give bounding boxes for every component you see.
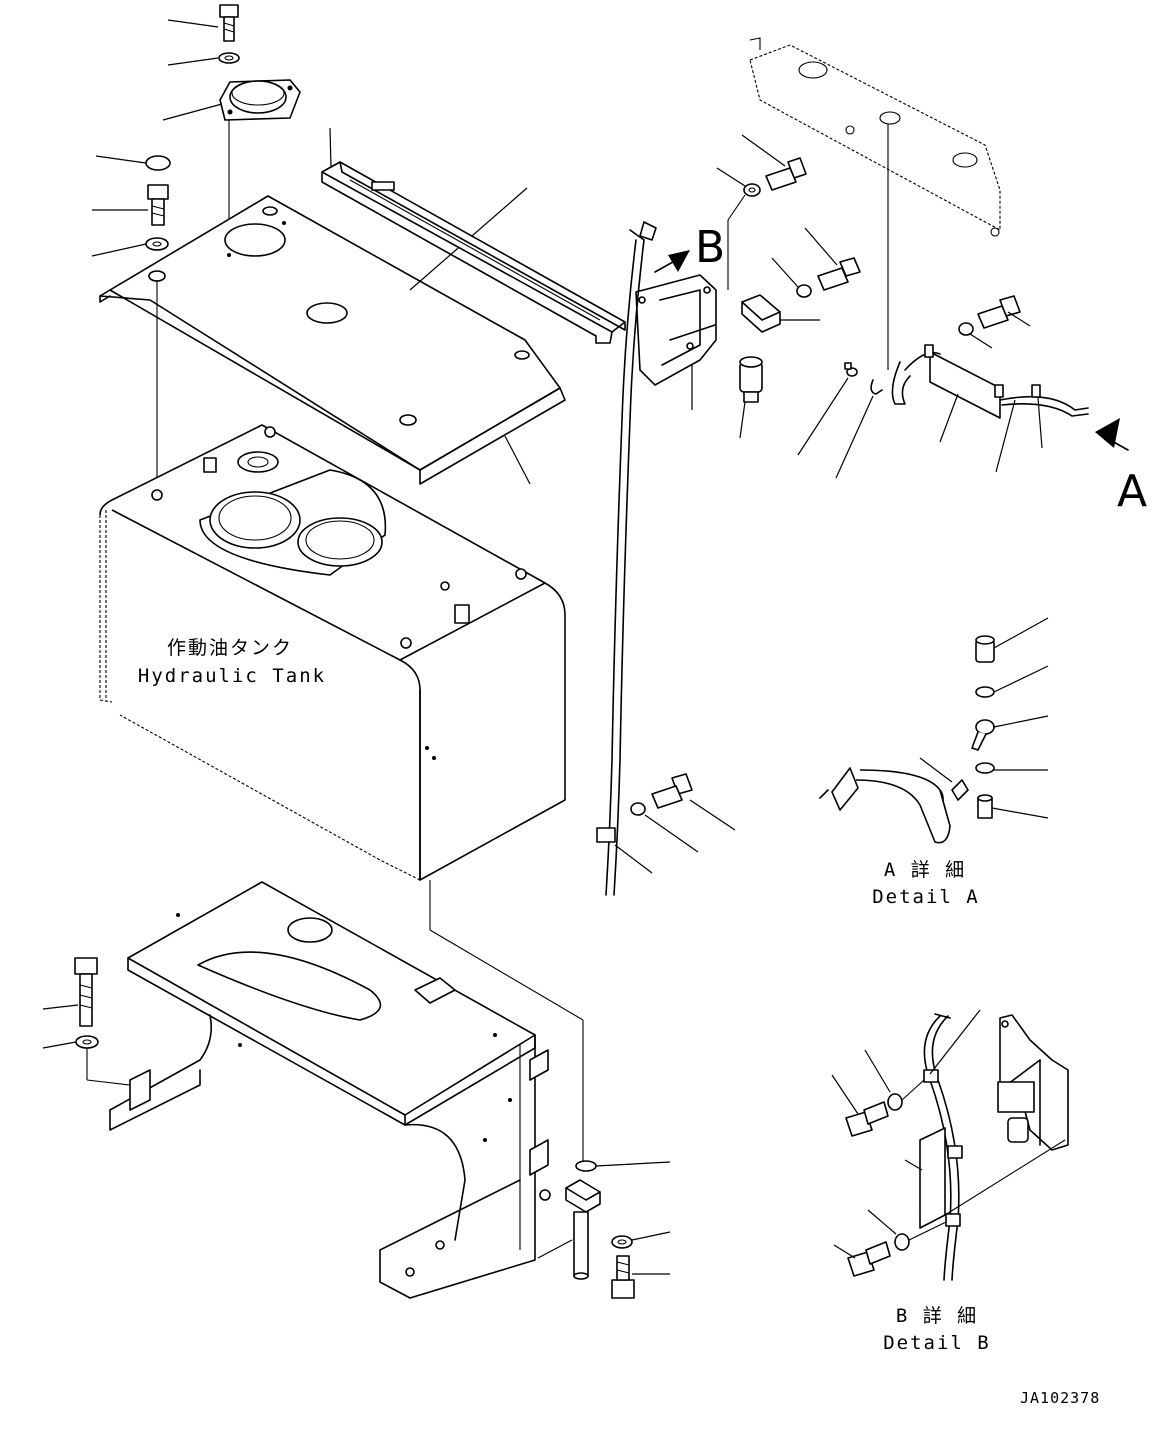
detail-b: B 詳 細 Detail B [831,1009,1069,1354]
detail-a-fitting-icon [977,794,993,819]
detail-b-bolt1-icon [845,1101,889,1137]
drain-hose [605,239,637,896]
hose-clamp-icon [870,379,883,395]
detail-a-label-jp: A 詳 細 [884,859,966,881]
sensor-washer-icon [796,284,812,298]
top-bolt-icon [219,4,239,42]
seal-strip [321,161,626,344]
detail-a-elbow-icon [971,719,995,751]
sensor-bracket [635,274,717,386]
bracket-bolt-icon [765,157,807,191]
small-fitting-icon [844,362,858,377]
detail-b-bolt2-icon [847,1241,891,1277]
frame-base [109,881,551,1299]
lower-hose-clip-icon [596,827,616,843]
plug-icon [145,155,171,171]
upper-frame-rail [749,37,1001,237]
pipe-bolt-icon [611,1255,635,1299]
detail-a-cap-icon [975,635,995,663]
tank-label-jp: 作動油タンク [167,637,293,659]
lower-hose-bolt-icon [651,773,693,809]
left-washer-icon [145,237,169,251]
detail-a: A 詳 細 Detail A [819,617,1049,908]
detail-b-label-en: Detail B [883,1332,991,1354]
bracket-washer-icon [743,183,761,197]
view-b-arrow-icon [668,250,690,272]
detail-a-ring1-icon [975,686,995,698]
view-a-label: A [1117,466,1147,517]
lower-hose-washer-icon [630,802,646,816]
detail-a-ring2-icon [975,762,995,774]
sensor-block-icon [741,294,781,333]
frame-washer-icon [75,1035,99,1049]
hose-plate [891,344,1089,419]
left-bolt-icon [147,184,169,226]
detail-b-label-jp: B 詳 細 [896,1305,978,1327]
breather-cap-icon [219,79,301,121]
tank-label-en: Hydraulic Tank [138,665,326,687]
drawing-code: JA102378 [1020,1389,1100,1407]
detail-b-washer1-icon [887,1093,903,1111]
o-ring-icon [575,1160,597,1172]
detail-a-label-en: Detail A [872,886,980,908]
hose-washer-icon [958,322,974,336]
top-washer-icon [218,52,240,64]
hydraulic-tank: 作動油タンク Hydraulic Tank [99,424,566,881]
pressure-sensor-icon [739,356,763,403]
detail-b-washer2-icon [894,1233,910,1251]
sensor-bolt-icon [817,257,861,291]
tank-cover-plate [99,195,566,485]
pipe-washer-icon [611,1235,633,1249]
view-a-arrow-icon [1095,418,1120,448]
frame-bolt-icon [74,957,98,1027]
view-b-label: B [695,222,725,273]
hose-bolt-icon [977,295,1021,329]
suction-pipe-icon [565,1179,601,1280]
